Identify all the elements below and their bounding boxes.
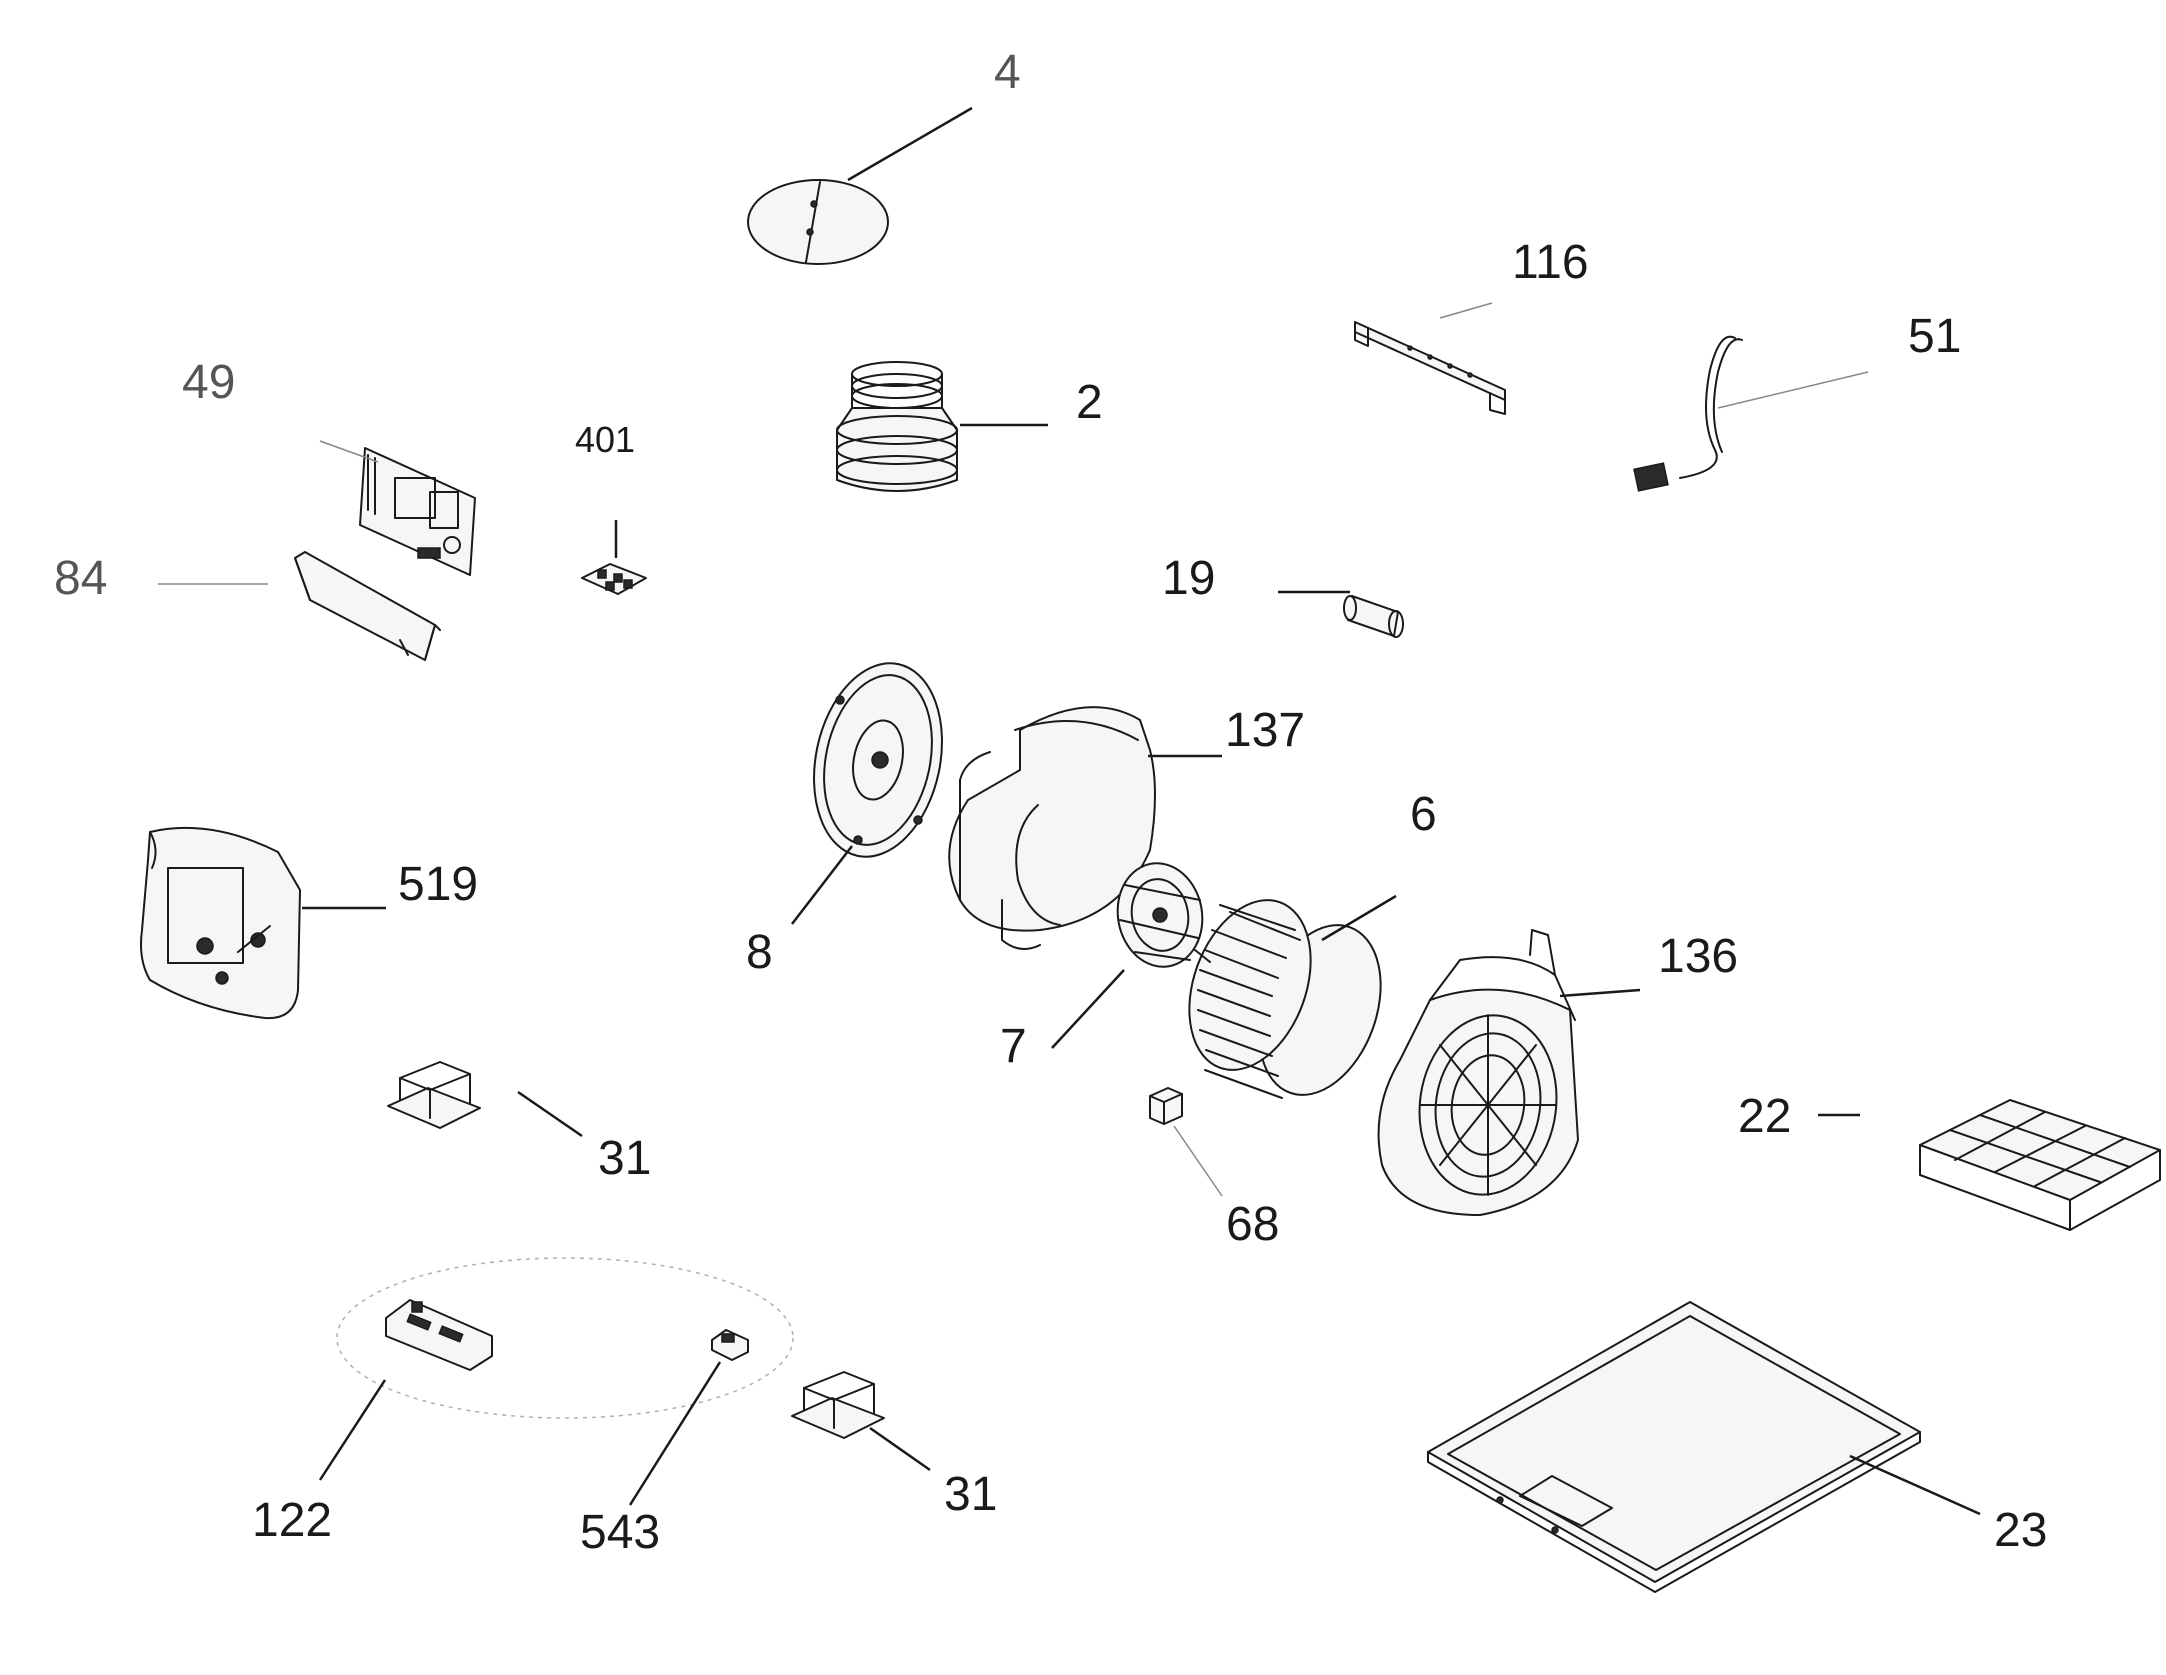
callout-4: 4 (994, 46, 1021, 99)
callout-31-upper: 31 (598, 1132, 651, 1185)
part-22-charcoal-filter[interactable] (1919, 1099, 2161, 1231)
assembly-group-outline (336, 1257, 794, 1419)
callout-19: 19 (1162, 552, 1215, 605)
callout-6: 6 (1410, 788, 1437, 841)
part-19-capacitor[interactable] (1343, 595, 1404, 638)
part-4-cover-disc[interactable] (747, 179, 889, 265)
callout-137: 137 (1225, 704, 1305, 757)
leader-23 (1849, 1454, 1981, 1516)
leader-116 (1439, 302, 1493, 319)
callout-401: 401 (575, 419, 635, 460)
part-8-motor-plate[interactable] (797, 651, 959, 868)
leader-51 (1717, 371, 1869, 409)
part-31-junction-box-lower[interactable] (791, 1371, 885, 1439)
part-519-hardware-bag[interactable] (140, 827, 301, 1020)
part-116-bracket[interactable] (1354, 321, 1506, 415)
callout-49: 49 (182, 356, 235, 409)
leader-4 (847, 106, 973, 182)
part-543-connector[interactable] (711, 1329, 749, 1361)
part-7-motor[interactable] (1110, 856, 1211, 973)
callout-122: 122 (252, 1494, 332, 1547)
part-2-duct-collar[interactable] (836, 361, 958, 492)
part-401-small-board[interactable] (581, 563, 647, 595)
callout-8: 8 (746, 926, 773, 979)
leader-136 (1559, 988, 1641, 998)
part-137-fan-housing-half[interactable] (948, 706, 1156, 950)
callout-23: 23 (1994, 1504, 2047, 1557)
part-122-switch-panel[interactable] (385, 1299, 493, 1371)
part-84-board-cover[interactable] (294, 551, 441, 661)
leader-31-upper (517, 1090, 583, 1138)
callout-22: 22 (1738, 1090, 1791, 1143)
part-6-impeller[interactable] (1167, 883, 1402, 1112)
callout-7: 7 (1000, 1020, 1027, 1073)
callout-543: 543 (580, 1506, 660, 1559)
part-23-grease-filter[interactable] (1427, 1301, 1921, 1593)
callout-136: 136 (1658, 930, 1738, 983)
part-49-control-board[interactable] (359, 447, 476, 576)
callout-519: 519 (398, 858, 478, 911)
callout-68: 68 (1226, 1198, 1279, 1251)
part-51-power-cable[interactable] (1633, 335, 1743, 492)
leader-6 (1321, 894, 1397, 942)
callout-51: 51 (1908, 310, 1961, 363)
leader-49 (319, 440, 379, 463)
callout-84: 84 (54, 552, 107, 605)
part-31-junction-box-upper[interactable] (387, 1061, 481, 1129)
leader-122 (318, 1379, 387, 1481)
leader-68 (1173, 1125, 1223, 1197)
leader-31-lower (869, 1426, 931, 1472)
callout-31-lower: 31 (944, 1468, 997, 1521)
callout-2: 2 (1076, 376, 1103, 429)
part-68-relay[interactable] (1149, 1087, 1183, 1125)
leader-8 (791, 845, 853, 925)
callout-116: 116 (1512, 236, 1589, 289)
leader-7 (1051, 969, 1125, 1049)
part-136-fan-housing-grille[interactable] (1377, 929, 1579, 1216)
leader-543 (628, 1361, 722, 1506)
